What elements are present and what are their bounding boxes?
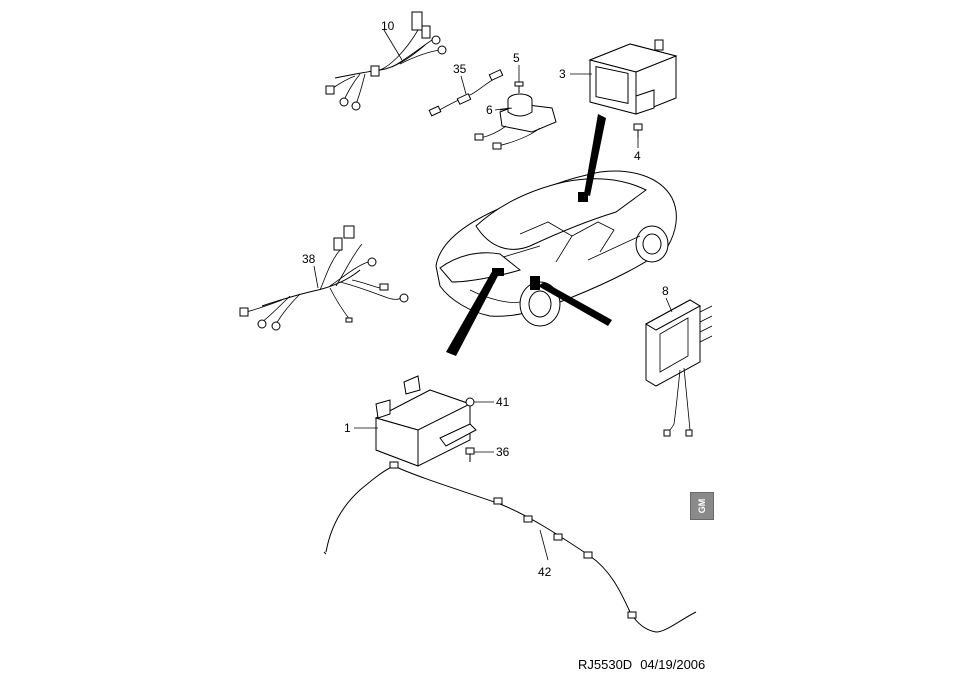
control-unit-1 <box>354 375 477 467</box>
callout-38: 38 <box>302 252 316 266</box>
callout-8: 8 <box>662 284 669 298</box>
drawing-code: RJ5530D <box>578 657 633 672</box>
callout-35: 35 <box>453 62 467 76</box>
antenna-cable-35 <box>428 69 504 117</box>
control-module-8 <box>644 297 713 437</box>
pointer-to-side <box>538 282 612 326</box>
antenna-cable-42 <box>323 461 697 633</box>
drawing-reference: RJ5530D 04/19/2006 <box>578 657 713 672</box>
callout-4: 4 <box>634 149 641 163</box>
callout-41: 41 <box>496 395 510 409</box>
drawing-date: 04/19/2006 <box>640 657 706 672</box>
callout-3: 3 <box>559 67 566 81</box>
callout-10: 10 <box>381 19 395 33</box>
head-unit-3 <box>570 39 678 115</box>
callout-5: 5 <box>513 51 520 65</box>
bolt-36 <box>465 447 494 462</box>
clip-41 <box>465 397 494 407</box>
callout-42: 42 <box>538 565 552 579</box>
gm-logo-text: GM <box>697 498 707 514</box>
amplifier-6 <box>474 93 557 150</box>
gm-logo: GM <box>690 492 714 520</box>
wiring-harness-38 <box>239 225 409 331</box>
wiring-harness-10 <box>325 11 447 111</box>
callout-6: 6 <box>486 103 493 117</box>
screw-4 <box>633 123 643 148</box>
screw-5 <box>514 65 524 93</box>
pointer-to-trunk <box>446 268 500 356</box>
callout-36: 36 <box>496 445 510 459</box>
pointer-to-dash <box>584 114 606 196</box>
vehicle-illustration <box>435 170 677 327</box>
callout-1: 1 <box>344 421 351 435</box>
